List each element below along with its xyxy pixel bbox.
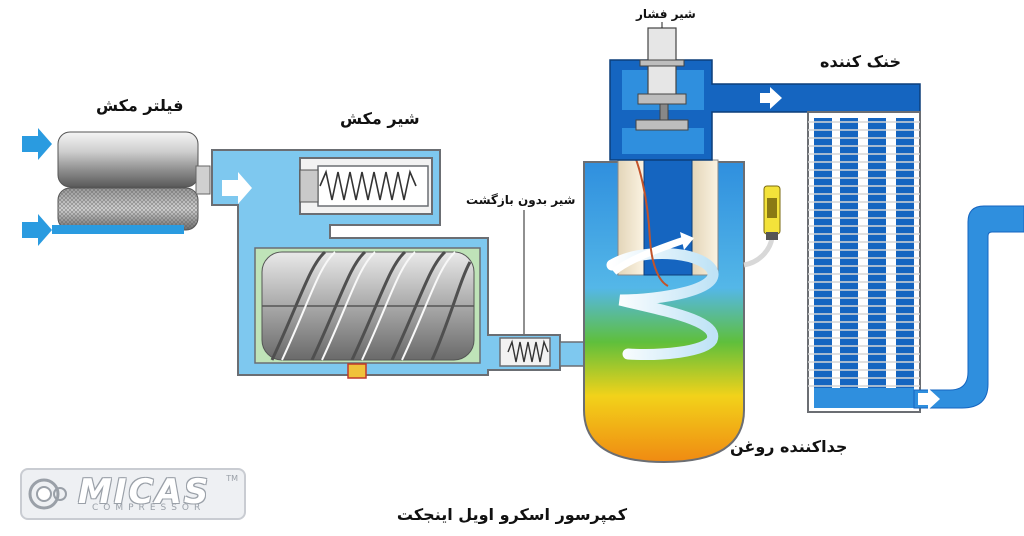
- label-oil-separator: جداکننده روغن: [730, 437, 848, 456]
- check-valve-spring: [507, 339, 549, 363]
- screw-rotors: [261, 250, 475, 361]
- logo-wordmark: MICAS: [78, 472, 211, 512]
- inlet-pipe-bottom: [52, 225, 184, 234]
- logo-trademark: TM: [226, 474, 238, 483]
- intake-flow-arrow: [222, 172, 252, 204]
- cooler: [807, 111, 921, 413]
- label-check-valve: شیر بدون بازگشت: [466, 193, 576, 207]
- gear-icon: [28, 478, 67, 510]
- cooler-fins: [808, 118, 920, 388]
- head-flow-arrow: [760, 87, 782, 109]
- level-sensor: [743, 185, 781, 268]
- logo-subtitle: COMPRESSOR: [92, 503, 206, 513]
- label-pressure-valve: شیر فشار: [636, 7, 696, 21]
- air-inlet-arrow-bottom: [22, 214, 52, 246]
- diagram-caption: کمپرسور اسکرو اویل اینجکت: [396, 505, 628, 524]
- label-cooler: خنک کننده: [820, 52, 902, 71]
- air-inlet-arrow-top: [22, 128, 52, 160]
- label-suction-filter: فیلتر مکش: [96, 96, 184, 115]
- micas-logo: MICAS TM COMPRESSOR: [20, 468, 246, 520]
- suction-filter: [57, 131, 211, 231]
- compressor-housing: [211, 149, 587, 379]
- label-suction-valve: شیر مکش: [340, 109, 420, 128]
- pressure-valve: [609, 27, 921, 161]
- oil-separator: [583, 137, 745, 464]
- suction-valve-spring: [319, 169, 417, 201]
- outlet-pipe: [913, 205, 1024, 410]
